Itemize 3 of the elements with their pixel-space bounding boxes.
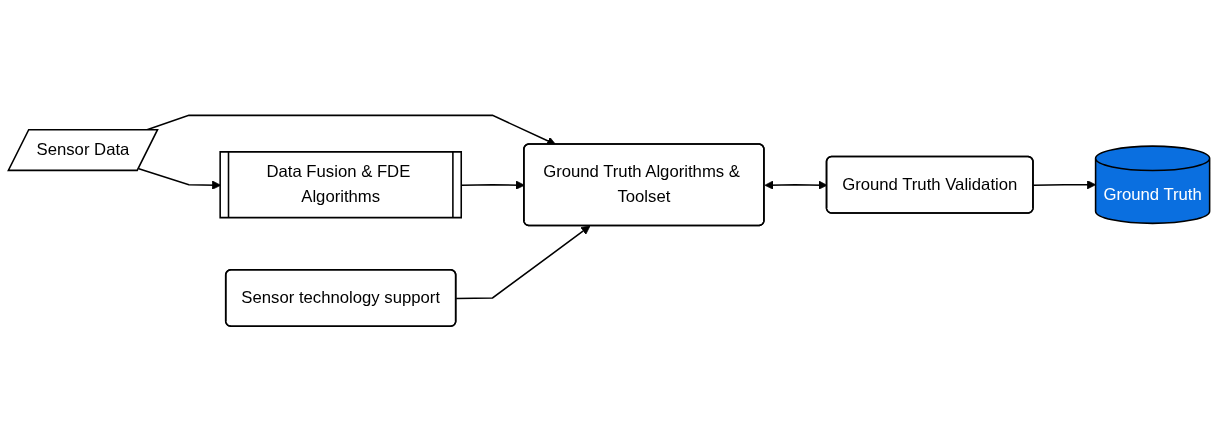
arrow: [138, 167, 222, 190]
arrow: [455, 225, 591, 300]
arrow: [1032, 179, 1096, 190]
